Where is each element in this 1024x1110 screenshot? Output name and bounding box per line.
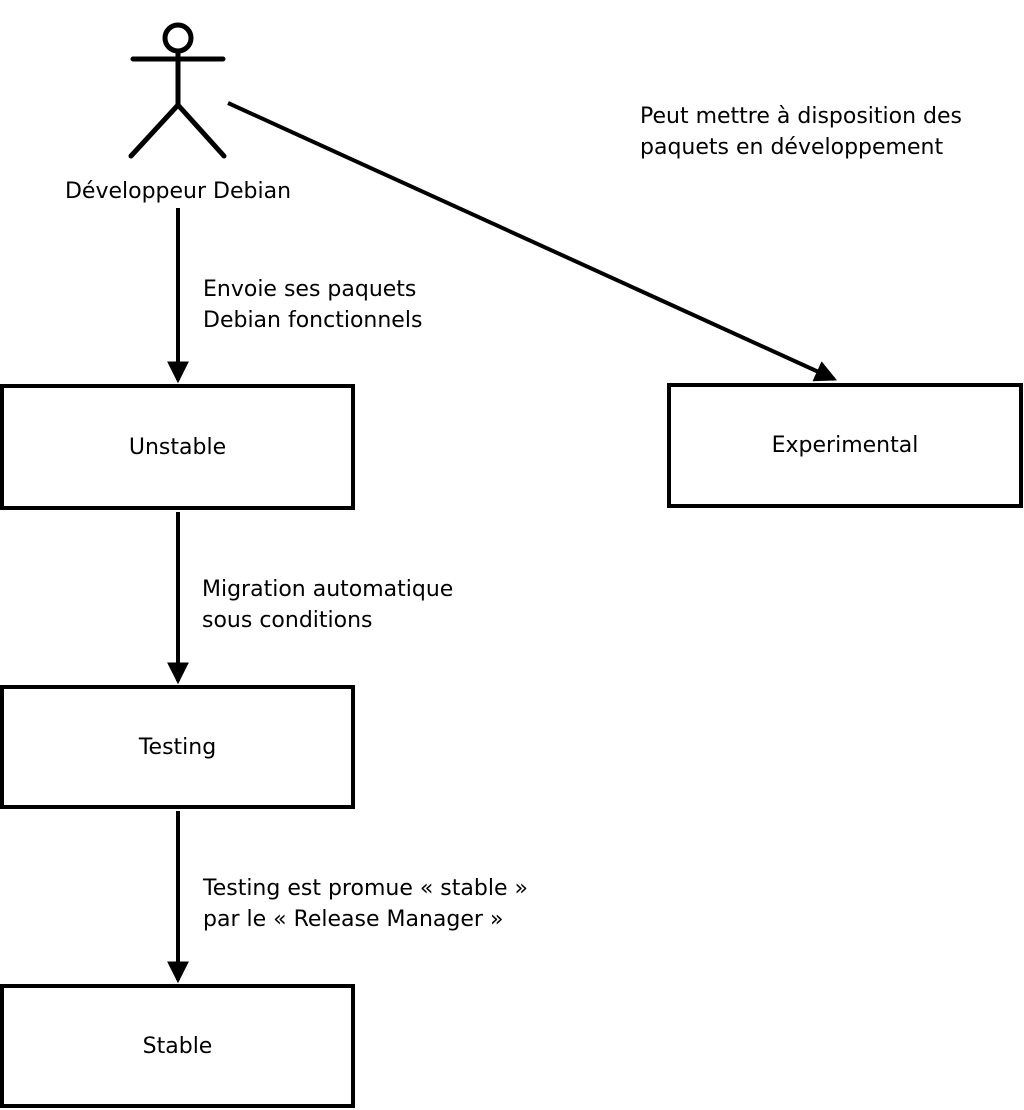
edge-label-unstable-to-testing: Migration automatique sous conditions: [202, 577, 454, 633]
actor-left-leg: [128, 102, 181, 159]
actor-head: [162, 22, 194, 54]
node-testing-label: Testing: [138, 734, 217, 760]
node-unstable-label: Unstable: [128, 434, 227, 460]
node-unstable: Unstable: [0, 384, 355, 510]
actor-icon: [128, 22, 227, 159]
edge-label-testing-to-stable: Testing est promue « stable » par le « R…: [203, 876, 528, 932]
actor-right-leg: [175, 102, 227, 159]
edge-label-developer-to-experimental: Peut mettre à disposition des paquets en…: [640, 104, 962, 160]
actor-label: Développeur Debian: [64, 179, 292, 204]
node-stable: Stable: [0, 984, 355, 1108]
node-testing: Testing: [0, 685, 355, 809]
edge-label-developer-to-unstable: Envoie ses paquets Debian fonctionnels: [203, 277, 423, 333]
arrow-developer-to-experimental: [227, 101, 838, 382]
node-stable-label: Stable: [142, 1033, 213, 1059]
node-experimental: Experimental: [667, 383, 1023, 508]
node-experimental-label: Experimental: [771, 433, 919, 458]
